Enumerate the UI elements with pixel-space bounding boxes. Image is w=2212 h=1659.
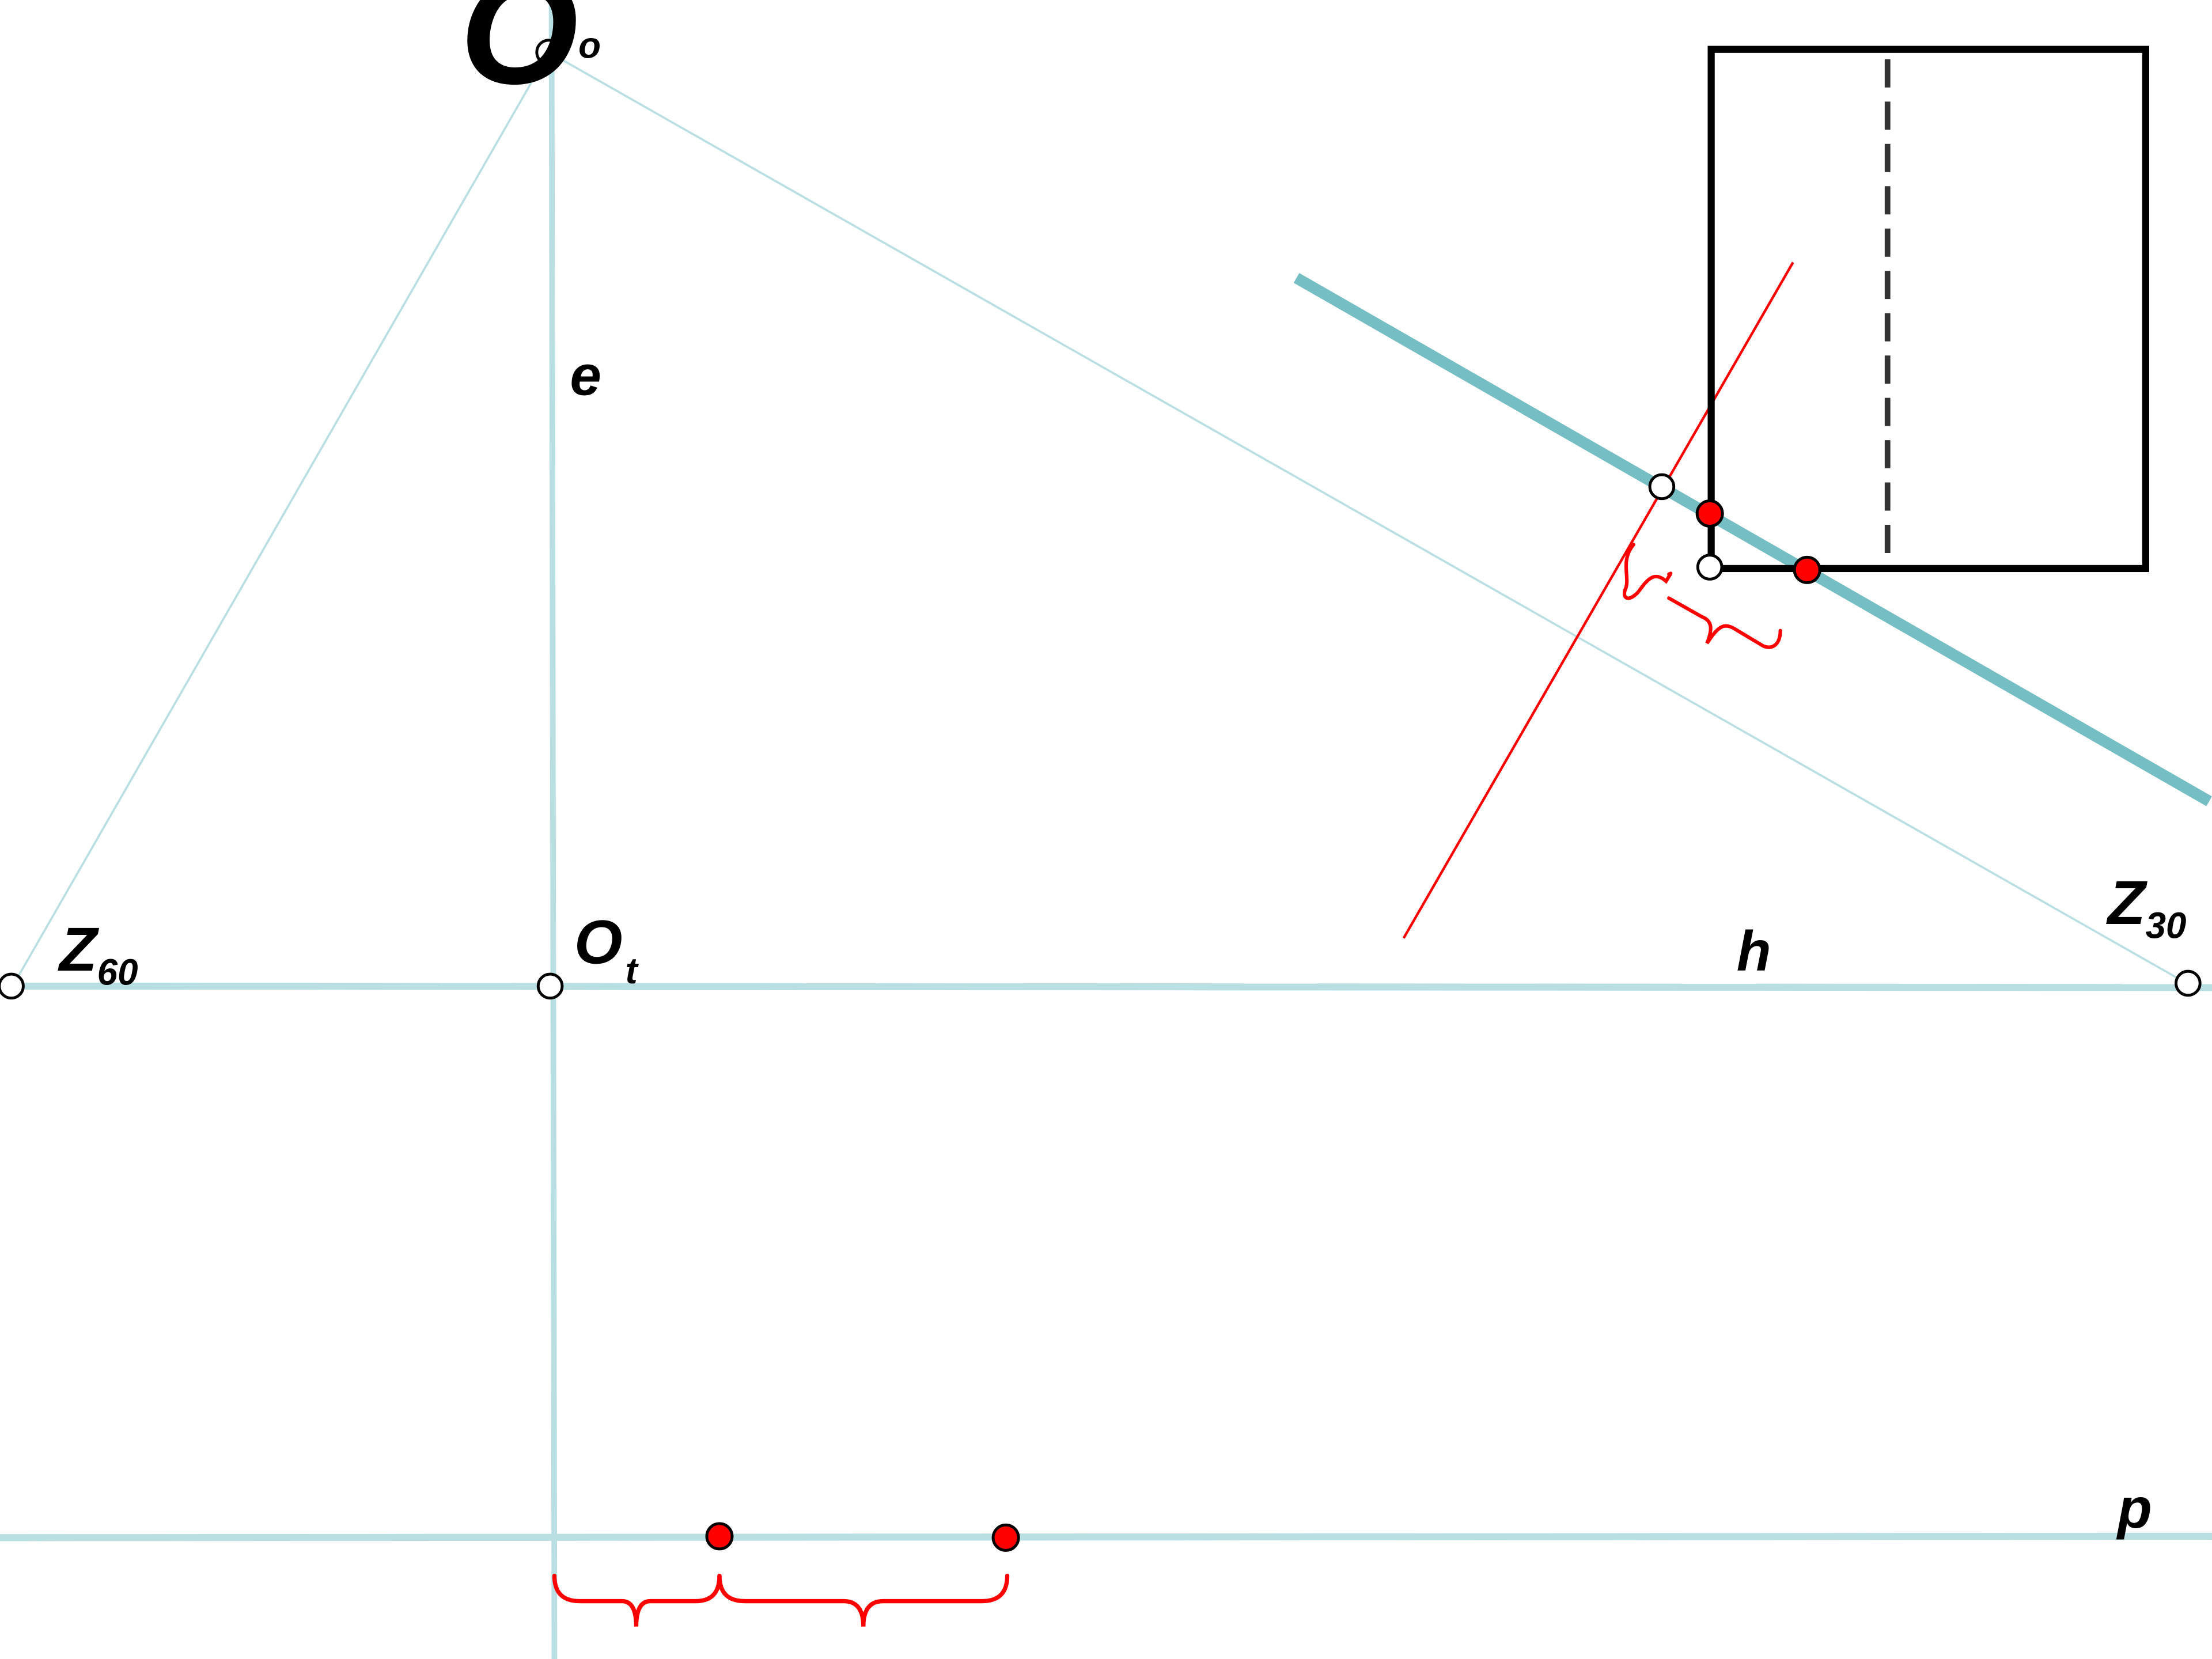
label-h: h (1737, 919, 1771, 983)
label-e: e (570, 344, 601, 407)
horizon-line-h (0, 982, 2212, 991)
point-o-t (536, 972, 564, 1000)
point-rect-corner (1696, 554, 1724, 581)
red-brace-left (552, 1573, 722, 1627)
picture-line-p (0, 1532, 2212, 1541)
ray-to-z60 (12, 51, 550, 987)
red-construction-line (1402, 262, 1794, 939)
label-z60: Z60 (58, 914, 138, 993)
red-point-picture-1 (705, 1522, 734, 1551)
point-z60 (0, 972, 25, 1000)
red-brace-lower (1667, 596, 1782, 649)
ray-to-z30 (548, 51, 2187, 984)
red-point-rect-bottom (1793, 555, 1821, 584)
label-z30: Z30 (2106, 868, 2187, 946)
label-p: p (2116, 1476, 2152, 1540)
red-brace-upper (1623, 543, 1673, 600)
vertical-line-e (548, 0, 558, 1659)
point-z30 (2175, 969, 2202, 997)
thick-perspective-line (1293, 272, 2212, 806)
red-brace-right (717, 1573, 1010, 1627)
label-o-superscript: Oo (460, 0, 601, 116)
red-point-picture-2 (991, 1523, 1020, 1552)
point-o-superscript (535, 39, 562, 66)
red-point-rect-left (1695, 499, 1724, 528)
point-intersection-thick (1648, 473, 1676, 501)
black-rectangle (1707, 46, 2150, 573)
